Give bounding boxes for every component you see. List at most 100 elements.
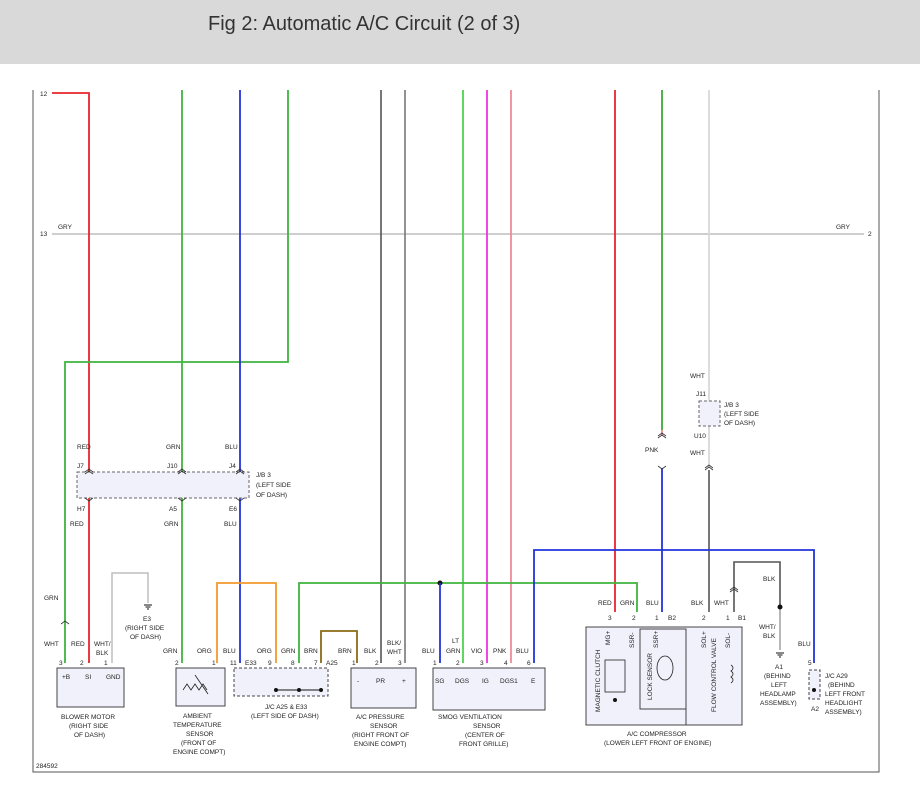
label-grn-mid: GRN	[164, 521, 179, 528]
comp-term-sol-plus: SOL+	[701, 631, 708, 648]
jb3-title: J/B 3	[256, 472, 271, 479]
ac-pressure-sensor	[350, 667, 417, 709]
label-org-jc: ORG	[257, 648, 272, 655]
label-blu-a29: BLU	[798, 641, 811, 648]
label-pnk-smog: PNK	[493, 648, 507, 655]
label-grn-blower: GRN	[44, 595, 59, 602]
wire-blk-ground	[733, 561, 781, 612]
ambient-name-2: TEMPERATURE	[173, 722, 222, 729]
a29-loc-3: HEADLIGHT	[825, 700, 862, 707]
jc-name: J/C A25 & E33	[265, 704, 308, 711]
jb3b-title: J/B 3	[724, 402, 739, 409]
comp-inner-clutch: MAGNETIC CLUTCH	[595, 649, 602, 712]
smog-name-1: SMOG VENTILATION	[438, 714, 502, 721]
comp-term-ssr-minus: SSR-	[629, 632, 636, 648]
comp-term-mg: MG+	[605, 631, 612, 645]
label-blu-top: BLU	[225, 444, 238, 451]
label-red-mid: RED	[70, 521, 84, 528]
jc-a25-e33	[233, 667, 329, 697]
label-blkwht2-pressure: WHT	[387, 649, 402, 656]
blower-pin-2: 2	[80, 660, 84, 667]
conn-j10: J10	[167, 463, 178, 470]
label-red-top: RED	[77, 444, 91, 451]
wire-blu-smog-e	[533, 549, 815, 663]
label-whtblk-blower: WHT/	[94, 641, 111, 648]
ground-a1-label: A1	[775, 664, 783, 671]
label-whtblk2-blower: BLK	[96, 650, 109, 657]
line-number-13: 13	[40, 231, 48, 238]
line-number-2: 2	[868, 231, 872, 238]
pressure-loc-2: ENGINE COMPT)	[354, 741, 406, 748]
comp-inner-flow: FLOW CONTROL VALVE	[711, 637, 718, 712]
jc-loc: (LEFT SIDE OF DASH)	[251, 713, 319, 720]
smog-term-e: E	[531, 678, 536, 685]
diagram-id: 284592	[36, 763, 58, 770]
blower-term-b: +B	[62, 674, 70, 681]
ambient-name-3: SENSOR	[186, 731, 214, 738]
jb3-connector-box	[76, 471, 250, 499]
smog-term-dgs: DGS	[455, 678, 470, 685]
ground-e3-loc-1: (RIGHT SIDE	[125, 625, 165, 632]
wire-red-blower	[52, 92, 90, 663]
label-wht-comp: WHT	[714, 600, 729, 607]
smog-pin-2: 2	[456, 660, 460, 667]
blower-loc-1: (RIGHT SIDE	[69, 723, 109, 730]
pressure-loc-1: (RIGHT FRONT OF	[352, 732, 409, 739]
label-brn-jc: BRN	[304, 648, 318, 655]
smog-pin-1: 1	[433, 660, 437, 667]
blower-term-si: SI	[85, 674, 91, 681]
conn-j4: J4	[229, 463, 236, 470]
comp-term-ssr-plus: SSR+	[653, 631, 660, 648]
a29-name: J/C A29	[825, 673, 848, 680]
label-vio-smog: VIO	[471, 648, 482, 655]
pressure-term-plus: +	[402, 678, 406, 685]
header-bar: Fig 2: Automatic A/C Circuit (2 of 3)	[0, 0, 920, 64]
blower-pin-3: 3	[59, 660, 63, 667]
pressure-pin-2: 2	[375, 660, 379, 667]
label-blk-comp: BLK	[691, 600, 704, 607]
ground-e3	[144, 604, 152, 610]
label-grn-top: GRN	[166, 444, 181, 451]
jc-pin-9: 9	[268, 660, 272, 667]
comp-inner-lock: LOCK SENSOR	[647, 653, 654, 700]
comp-conn-b2: B2	[668, 615, 676, 622]
ambient-name-1: AMBIENT	[183, 713, 212, 720]
label-blk-pressure: BLK	[364, 648, 377, 655]
jb3b-loc-2: OF DASH)	[724, 420, 755, 427]
conn-u10: U10	[694, 433, 706, 440]
jc-conn-e33: E33	[245, 660, 257, 667]
jc-pin-7: 7	[314, 660, 318, 667]
label-blu-comp: BLU	[646, 600, 659, 607]
label-red-blower: RED	[71, 641, 85, 648]
pressure-term-minus: -	[357, 678, 359, 685]
jb3-right-connector-box	[698, 400, 721, 427]
label-grn-comp: GRN	[620, 600, 635, 607]
label-gry-right: GRY	[836, 224, 851, 231]
pressure-pin-1: 1	[352, 660, 356, 667]
wire-org-jc	[216, 582, 277, 663]
label-grn-ambient: GRN	[163, 648, 178, 655]
a29-loc-4: ASSEMBLY)	[825, 709, 862, 716]
blower-pin-1: 1	[104, 660, 108, 667]
ground-e3-label: E3	[143, 616, 151, 623]
label-grn-smog: GRN	[446, 648, 461, 655]
label-lt-smog: LT	[452, 638, 459, 645]
comp-pin-2: 2	[632, 615, 636, 622]
label-blkwht-pressure: BLK/	[387, 640, 401, 647]
label-pnk: PNK	[645, 447, 659, 454]
ground-a1	[776, 652, 784, 658]
ambient-temperature-sensor	[175, 667, 226, 707]
smog-pin-6: 6	[527, 660, 531, 667]
conn-e6: E6	[229, 506, 237, 513]
a29-loc-1: (BEHIND	[828, 682, 855, 689]
conn-a5: A5	[169, 506, 177, 513]
comp-name: A/C COMPRESSOR	[627, 731, 687, 738]
label-blk-ground: BLK	[763, 576, 776, 583]
blower-motor	[56, 667, 125, 708]
blower-loc-2: OF DASH)	[74, 732, 105, 739]
lock-sensor-box	[639, 628, 687, 710]
lock-sensor-symbol	[656, 655, 674, 681]
smog-name-2: SENSOR	[473, 723, 501, 730]
ground-a1-loc-3: HEADLAMP	[760, 691, 796, 698]
